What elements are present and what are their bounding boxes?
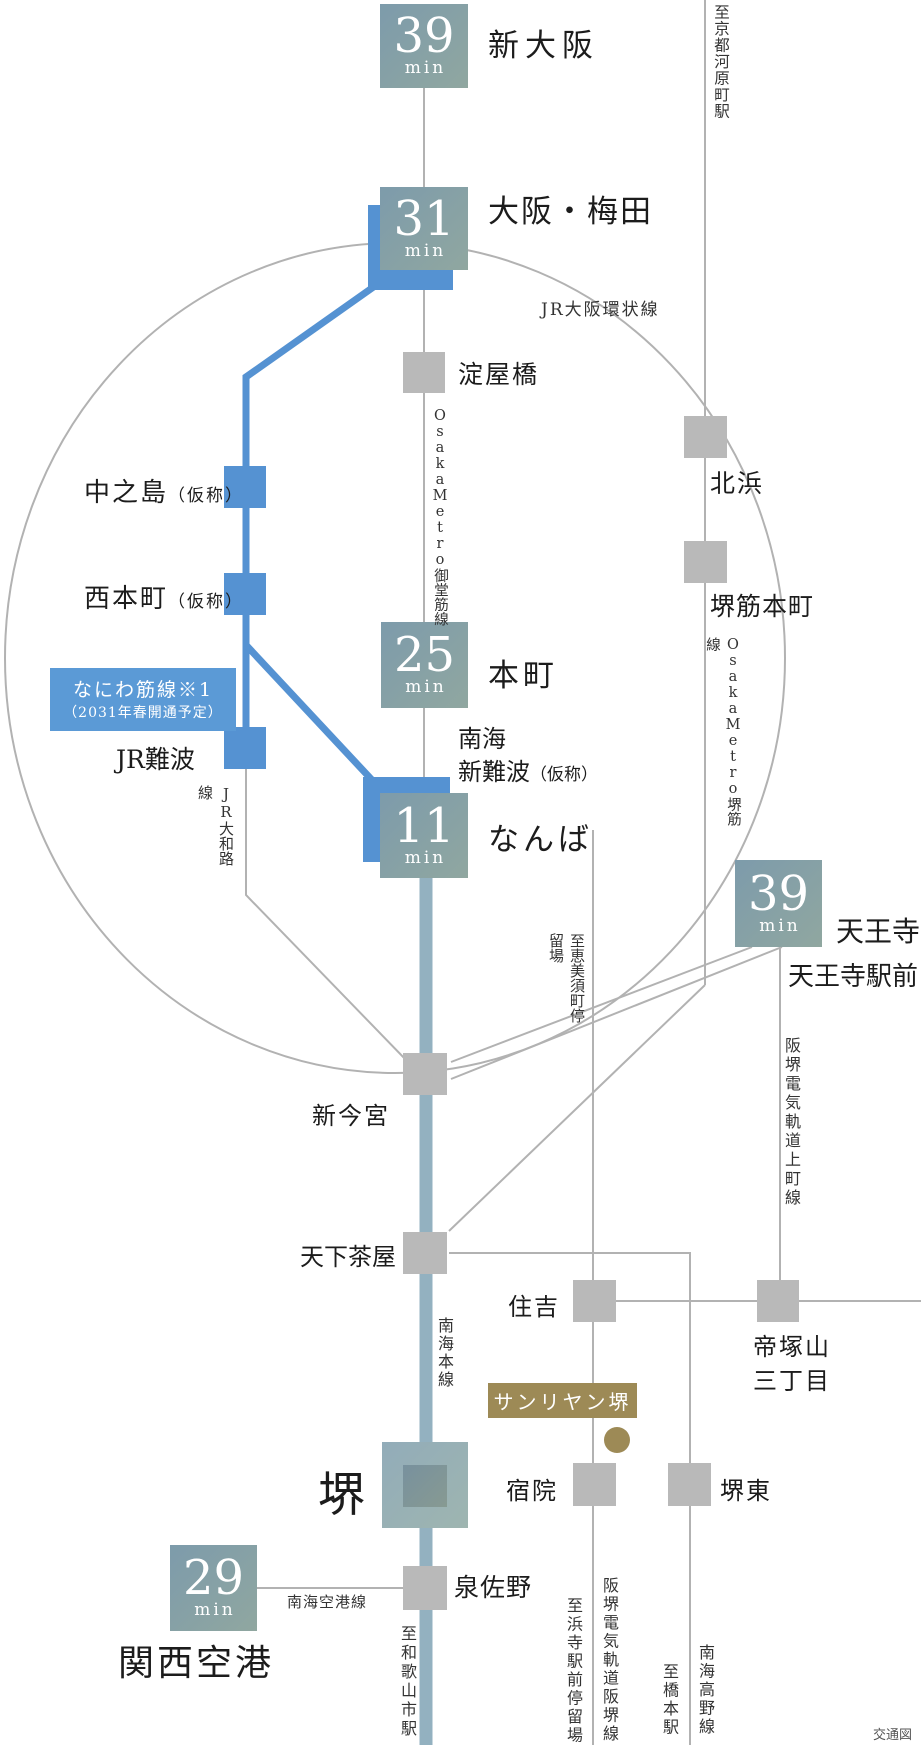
property-badge: サンリヤン堺 [488, 1383, 637, 1418]
station-label-izumisano: 泉佐野 [454, 1573, 533, 1602]
station-name-line1: 帝塚山 [753, 1333, 831, 1361]
diagram-footer-label: 交通図 [873, 1728, 913, 1743]
gray-rail-lines [245, 0, 921, 1745]
time-badge-umeda: 31 min [380, 187, 468, 270]
station-name-line2: 三丁目 [753, 1367, 831, 1395]
station-square-sumiyoshi [573, 1280, 616, 1322]
station-square-yodoyabashi [403, 352, 445, 393]
station-label-shin-osaka: 新大阪 [488, 28, 599, 64]
line-label-jr-loop: JR大阪環状線 [541, 300, 660, 320]
station-label-hommachi: 本町 [488, 658, 558, 694]
station-label-sakai-higashi: 堺東 [720, 1477, 772, 1505]
badge-minutes: 31 [393, 190, 455, 247]
station-label-tengachaya: 天下茶屋 [300, 1243, 396, 1271]
planned-line-name: なにわ筋線※1 [72, 678, 214, 701]
station-suffix: （仮称） [530, 765, 598, 785]
line-label-to-wakayamashi: 至和歌山市駅 [398, 1625, 417, 1739]
station-label-jr-namba: JR難波 [116, 745, 195, 774]
station-label-yodoyabashi: 淀屋橋 [458, 360, 540, 389]
badge-unit: min [404, 240, 447, 261]
station-label-sakaisuji-hommachi: 堺筋本町 [710, 592, 815, 621]
badge-unit: min [404, 58, 447, 78]
badge-unit: min [194, 1600, 236, 1620]
station-name: 西本町 [84, 584, 169, 614]
line-label-nankai-main: 南海本線 [435, 1317, 454, 1389]
badge-unit: min [404, 847, 447, 868]
time-badge-namba: 11 min [380, 793, 468, 878]
station-square-shukuin [573, 1463, 616, 1506]
naniwasuji-line [242, 278, 385, 783]
line-label-nankai-koya: 南海高野線 [696, 1644, 715, 1737]
station-square-shin-imamiya [403, 1053, 447, 1095]
property-location-dot [604, 1427, 630, 1453]
line-label-sakaisuji: OsakaMetro堺筋線 [704, 637, 741, 826]
station-label-nishi-hommachi: 西本町（仮称） [84, 578, 244, 615]
station-square-jr-namba [224, 727, 266, 769]
time-badge-shin-osaka: 39 min [380, 4, 468, 88]
line-label-to-kyoto-kawaramachi: 至京都河原町駅 [712, 4, 730, 120]
station-label-tennoji: 天王寺 [836, 915, 921, 948]
station-name: 新難波 [458, 758, 530, 786]
badge-minutes: 39 [393, 8, 455, 64]
station-square-nishi-hommachi [224, 573, 266, 615]
station-label-nakanoshima: 中之島（仮称） [84, 472, 244, 509]
time-badge-tennoji: 39 min [735, 860, 822, 947]
station-square-nakanoshima [224, 466, 266, 508]
station-square-sakai-higashi [668, 1463, 711, 1506]
time-badge-kansai-airport: 29 min [170, 1545, 257, 1631]
badge-minutes: 39 [747, 865, 810, 922]
station-label-kitahama: 北浜 [710, 469, 765, 498]
station-name-line1: 南海 [458, 725, 506, 753]
gray-stations [403, 352, 799, 1610]
time-badge-hommachi: 25 min [381, 622, 468, 708]
station-label-shin-namba: 南海 新難波（仮称） [458, 723, 598, 792]
station-label-namba: なんば [488, 822, 593, 858]
station-name-line2: 新難波（仮称） [458, 756, 598, 792]
station-square-tezukayama [757, 1280, 799, 1322]
line-label-hankai-hankai: 阪堺電気軌道阪堺線 [600, 1577, 619, 1744]
station-label-kansai-airport: 関西空港 [118, 1643, 275, 1684]
station-name: 中之島 [84, 478, 169, 508]
station-label-sakai: 堺 [318, 1468, 365, 1523]
line-label-to-hamadera: 至浜寺駅前停留場 [564, 1597, 583, 1745]
line-label-to-ebisucho: 至恵美須町停留場 [547, 933, 586, 1023]
station-label-umeda: 大阪・梅田 [488, 194, 653, 230]
station-suffix: （仮称） [168, 486, 245, 506]
station-label-sumiyoshi: 住吉 [508, 1293, 560, 1321]
line-label-to-hashimoto: 至橋本駅 [660, 1663, 679, 1737]
badge-unit: min [405, 677, 447, 697]
station-square-sakai-inner [403, 1465, 447, 1507]
station-square-izumisano [403, 1566, 447, 1610]
badge-minutes: 11 [393, 797, 455, 854]
station-square-sakaisuji-hommachi [684, 541, 727, 583]
badge-minutes: 29 [182, 1550, 245, 1606]
line-label-midosuji: OsakaMetro御堂筋線 [432, 408, 448, 626]
naniwasuji-stations [224, 205, 453, 862]
badge-unit: min [759, 915, 801, 936]
station-label-shin-imamiya: 新今宮 [312, 1102, 390, 1130]
line-label-nankai-airport: 南海空港線 [287, 1593, 368, 1611]
station-square-tengachaya [403, 1232, 447, 1274]
planned-line-note: （2031年春開通予定） [63, 704, 223, 721]
station-label-shukuin: 宿院 [506, 1477, 558, 1505]
line-label-jr-yamatoji: JR大和路線 [196, 785, 235, 866]
station-suffix: （仮称） [168, 592, 245, 612]
station-square-kitahama [684, 416, 727, 458]
station-label-tezukayama: 帝塚山 三丁目 [753, 1330, 831, 1398]
naniwasuji-line-badge: なにわ筋線※1 （2031年春開通予定） [50, 668, 236, 731]
badge-minutes: 25 [393, 627, 456, 683]
station-label-tennoji-ekimae: 天王寺駅前 [788, 962, 919, 992]
line-label-hankai-uemachi: 阪堺電気軌道上町線 [782, 1037, 801, 1208]
station-square-sakai [382, 1442, 468, 1528]
